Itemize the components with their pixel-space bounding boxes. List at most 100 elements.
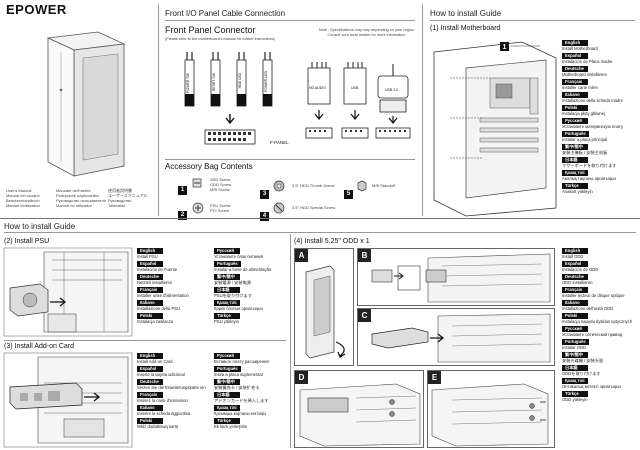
lang-text: Қосымша картаны енгізіңіз [214, 411, 266, 416]
lang-tag: 日本語 [214, 287, 240, 293]
lang-text: Instalar ODD [562, 345, 587, 350]
screw-icon [192, 178, 202, 188]
conn-label: HDD LED [238, 73, 242, 89]
manual-list-1: User's Manual Manual del usuario Benutze… [6, 188, 54, 208]
manual-label: Manuel d'utilisation [6, 203, 40, 208]
lang-tag: Italiano [137, 300, 163, 306]
lang-tag: Português [214, 366, 241, 372]
lang-tag: Italiano [562, 92, 588, 98]
lang-tag: 繁中/簡中 [562, 352, 588, 358]
lang-text: Installazione della scheda madre [562, 98, 623, 103]
lang-text: マザーボードを取り付けます [562, 163, 617, 168]
lang-text: Motherboard installieren [562, 72, 607, 77]
fpanel-label: F-PANEL [270, 140, 289, 145]
lang-text: Instalacja napędu dysków optycznych [562, 319, 633, 324]
lang-tag: 繁中/簡中 [214, 274, 240, 280]
accessory-num: 2 [178, 211, 187, 220]
lang-text: Install Add-on Card [137, 359, 173, 364]
motherboard-install-illustration: 1 [433, 41, 557, 217]
conn-label: RESET SW [212, 73, 216, 92]
lang-text: ODD installieren [562, 280, 593, 285]
lang-tag: Italiano [562, 300, 588, 306]
manual-label: Руководство [108, 198, 132, 203]
lang-tag: Русский [562, 118, 588, 124]
lang-text: Install Motherboard [562, 46, 598, 51]
lang-tag: Türkçe [214, 418, 240, 424]
lang-tag: 繁中/簡中 [562, 144, 588, 150]
install-guide-heading-bottom: How to install Guide [4, 222, 76, 231]
lang-text: Install PSU [137, 254, 158, 259]
manual-list-3: 使用者說明書 ユーザーズマニュアル Руководство Talimatlar [108, 188, 158, 208]
front-io-heading: Front I/O Panel Cable Connection [165, 9, 286, 18]
lang-tag: Polski [137, 418, 163, 424]
lang-text: Insira a placa suplementar [214, 372, 264, 377]
lang-tag: 日本語 [562, 157, 588, 163]
lang-tag: 日本語 [562, 365, 588, 371]
accessory-title: Accessory Bag Contents [165, 162, 253, 171]
lang-text: Instalación de ODD [562, 267, 599, 272]
lang-text: アドオンカードを挿入します [214, 398, 269, 403]
lang-text: Anakart yükleyin [562, 189, 593, 194]
manual-label: Manual del usuario [6, 193, 40, 198]
lang-text: Установите оптический привод [562, 332, 623, 337]
lang-text: Netzteil installieren [137, 280, 173, 285]
usb3-label: USB 3.0 [385, 88, 399, 92]
svg-text:1: 1 [503, 44, 507, 51]
lang-tag: Español [137, 261, 163, 267]
accessory-num: 1 [178, 186, 187, 195]
lang-text: ODDを取り付けます [562, 371, 601, 376]
lang-tag: Português [562, 339, 589, 345]
lang-tag: Русский [214, 353, 240, 359]
accessory-item-5: 5 [344, 182, 353, 200]
odd-final-illustration [431, 383, 549, 447]
odd-language-list: English Install ODD Español Instalación … [562, 248, 640, 404]
lang-tag: Polski [562, 105, 588, 111]
lang-text: Inserire la scheda aggiuntiva [137, 411, 191, 416]
lang-tag: Polski [562, 313, 588, 319]
lang-text: Włóż dodatkową kartę [137, 424, 179, 429]
psu-install-illustration [3, 247, 133, 337]
lang-text: Inserte la tarjeta adicional [137, 372, 185, 377]
lang-text: PSUを取り付けます [214, 293, 252, 298]
panel-label: B [358, 249, 371, 262]
audio-usb-connectors [305, 62, 411, 139]
lang-tag: Español [137, 366, 163, 372]
lang-text: PSU yükleyin [214, 319, 239, 324]
lang-text: Setzen Sie die Erweiterungskarte ein [137, 385, 206, 390]
lang-tag: Қазақ тілі [562, 378, 588, 384]
special-screw-icon [273, 202, 285, 214]
odd-remove-bracket-illustration [371, 253, 551, 303]
lang-tag: Русский [214, 248, 240, 254]
accessory-num: 5 [344, 190, 353, 199]
lang-tag: Português [562, 131, 589, 137]
lang-tag: 繁中/簡中 [214, 379, 240, 385]
lang-text: ODD yükleyin [562, 397, 588, 402]
hd-audio-label: HD AUDIO [309, 86, 326, 90]
lang-text: Installazione dell'unità ODD [562, 306, 614, 311]
manual-label: 使用者說明書 [108, 188, 132, 193]
accessory-text: 3.5" HDD Thumb Screw [292, 183, 335, 188]
lang-text: Вставьте плату расширения [214, 359, 269, 364]
accessory-item-2: 2 [178, 203, 187, 221]
conn-label: POWER SW [186, 73, 190, 93]
thumb-screw-icon [273, 180, 285, 192]
manual-label: Podręcznik użytkownika [56, 193, 99, 198]
accessory-item-1: 1 [178, 178, 187, 196]
lang-text: Ek kartı yerleştirin [214, 424, 248, 429]
lang-text: Instalación de Fuente [137, 267, 178, 272]
lang-text: Instalar a placa principal [562, 137, 608, 142]
lang-tag: Português [214, 261, 241, 267]
odd-insert-drive-illustration [371, 313, 551, 363]
lang-tag: English [562, 248, 588, 254]
accessory-num: 3 [260, 190, 269, 199]
lang-tag: Italiano [137, 405, 163, 411]
lang-text: Instalación de Placa madre [562, 59, 613, 64]
lang-text: Установите материнскую плату [562, 124, 623, 129]
lang-text: Installazione della PSU [137, 306, 181, 311]
lang-tag: Español [562, 53, 588, 59]
lang-text: 安裝電源 / 安装电源 [214, 280, 251, 285]
lang-text: Installer carte mère [562, 85, 598, 90]
psu-language-list-a: English Install PSU Español Instalación … [137, 248, 211, 326]
screw-icon [192, 202, 204, 214]
lang-text: Қорек блогын орнатыңыз [214, 306, 263, 311]
